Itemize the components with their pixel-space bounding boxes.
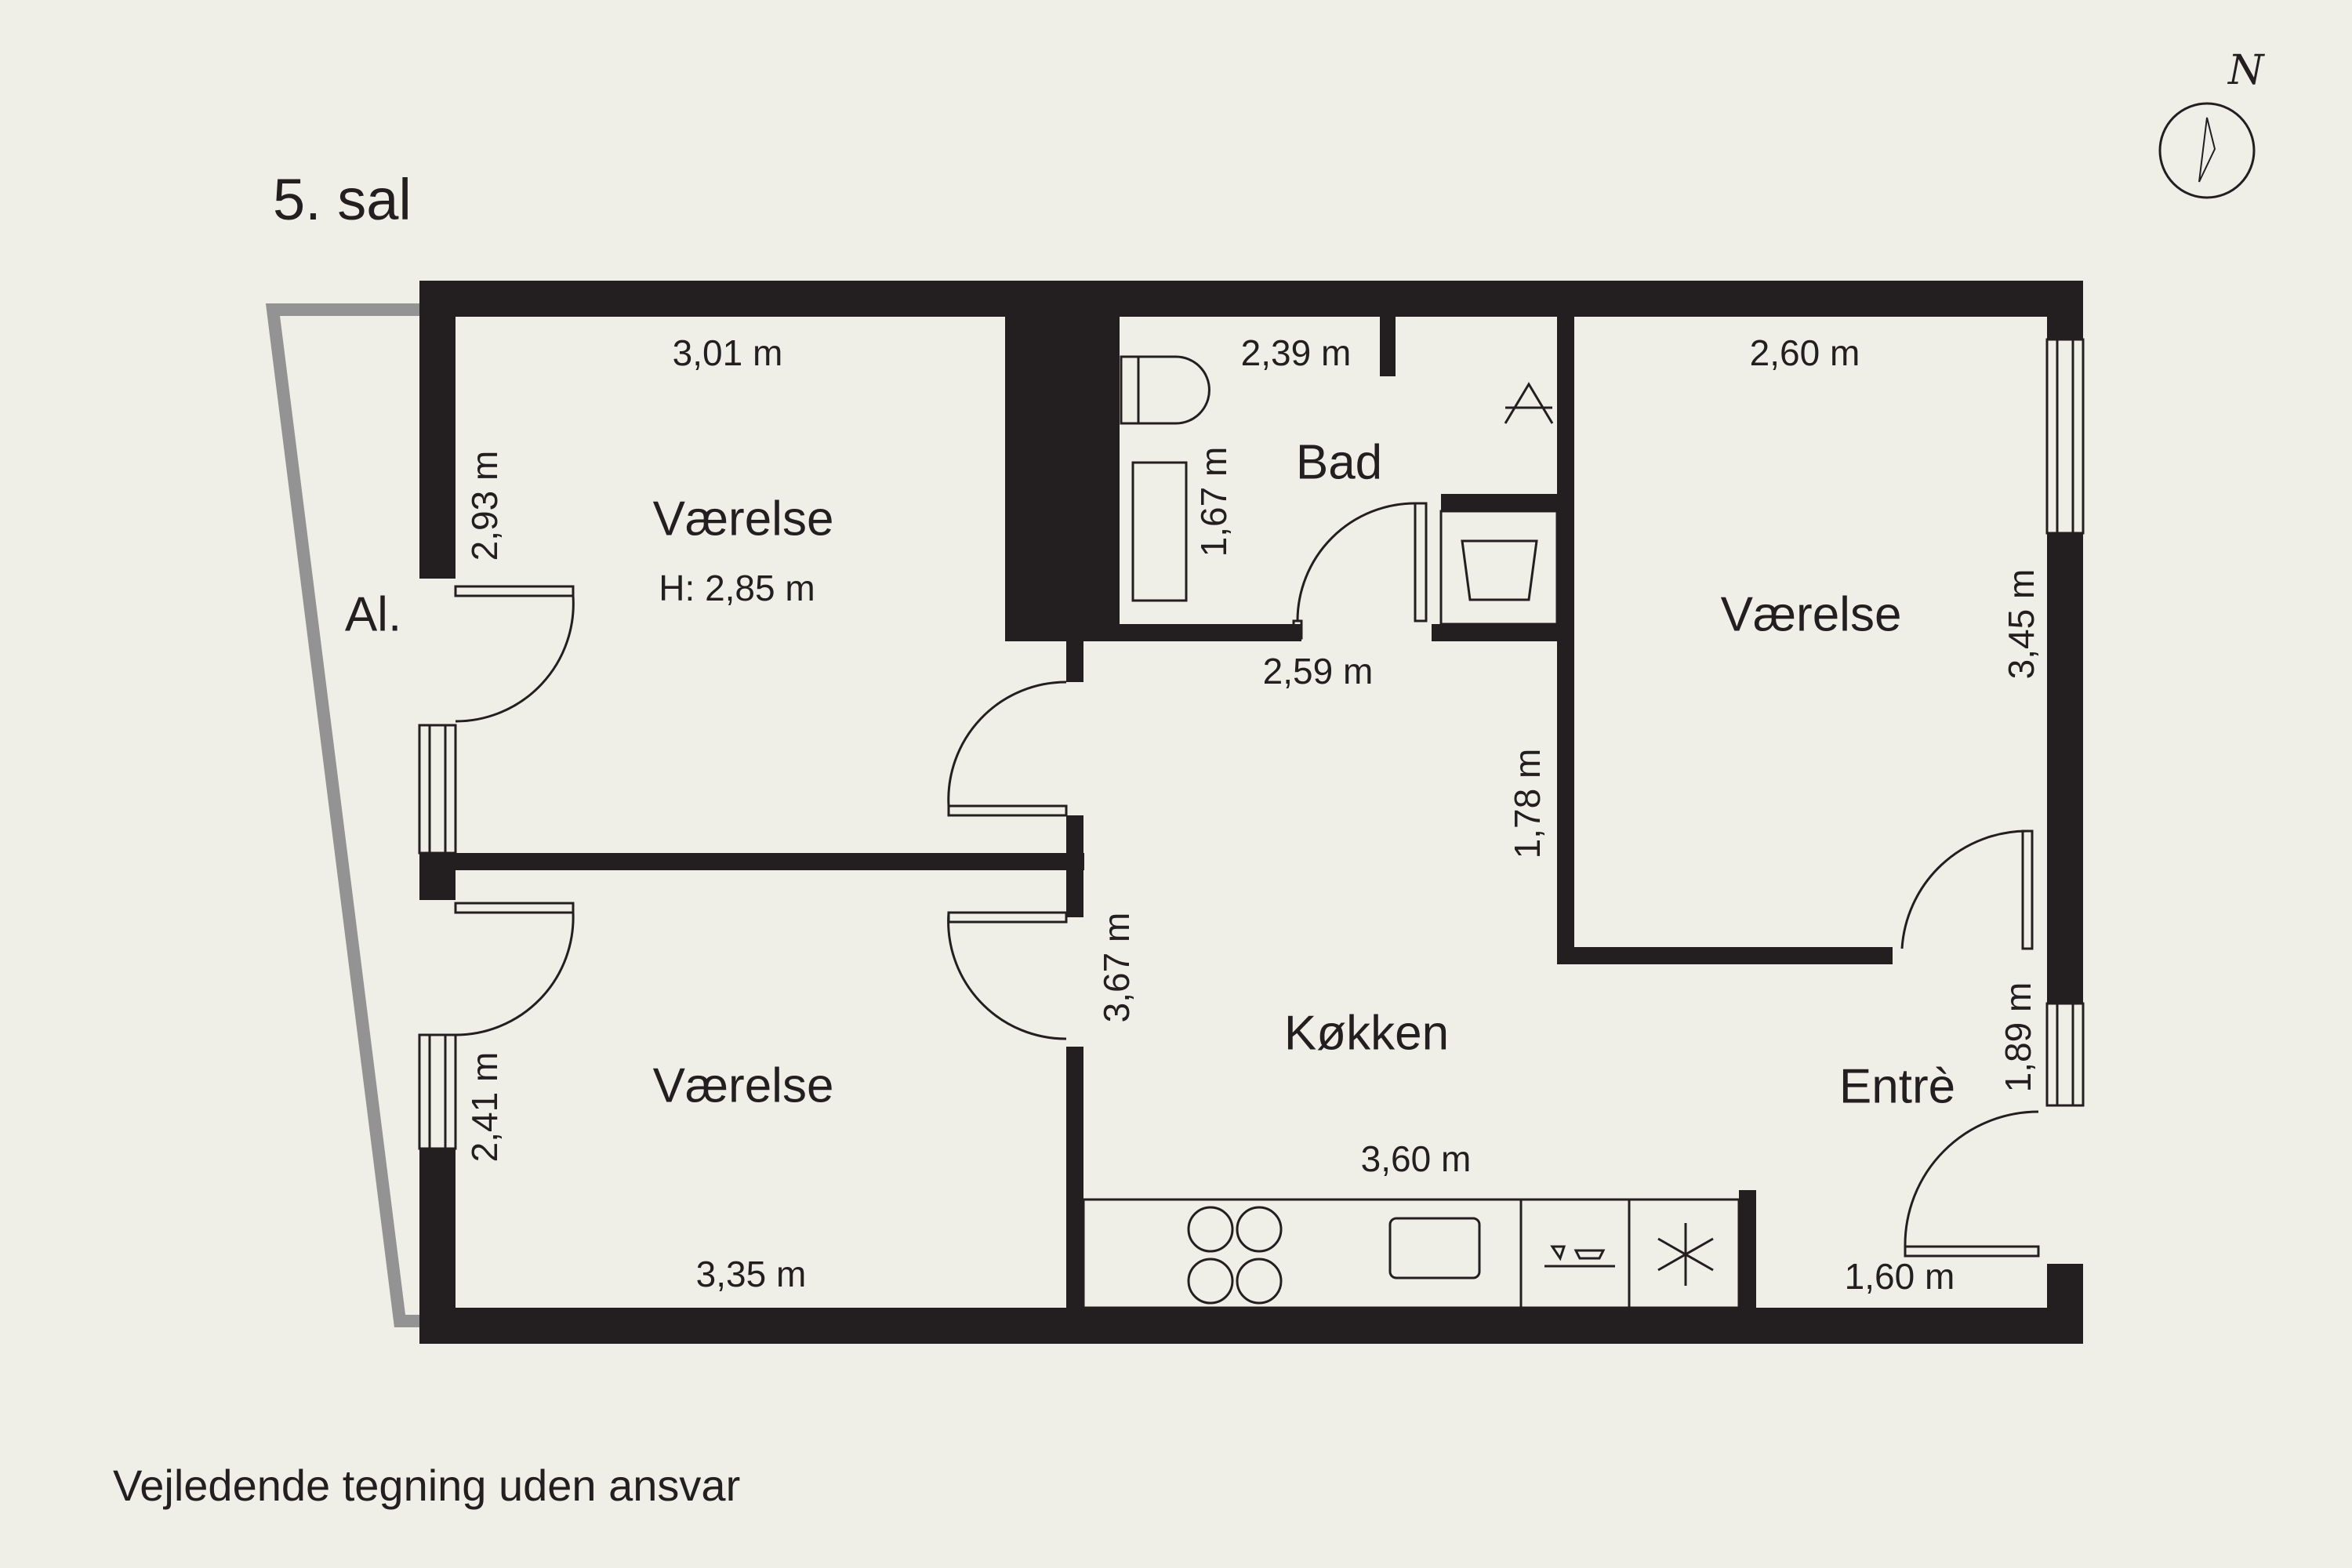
bedroom-right-name: Værelse bbox=[1720, 587, 1902, 642]
bathroom-width: 2,39 m bbox=[1240, 332, 1352, 373]
kitchen-width: 3,60 m bbox=[1360, 1138, 1472, 1179]
hall-depth: 1,78 m bbox=[1507, 748, 1548, 859]
bedroom-top-name: Værelse bbox=[652, 492, 834, 546]
bedroom-right-width: 2,60 m bbox=[1749, 332, 1860, 373]
windows bbox=[418, 338, 2085, 1150]
entry-name: Entrè bbox=[1838, 1059, 1956, 1114]
bedroom-bottom-name: Værelse bbox=[652, 1058, 834, 1113]
balcony-outline bbox=[265, 303, 419, 1327]
hall-width: 2,59 m bbox=[1262, 651, 1374, 691]
north-label: N bbox=[2228, 47, 2264, 94]
kitchen-depth: 3,67 m bbox=[1096, 912, 1137, 1023]
fixtures bbox=[1082, 355, 1740, 1309]
bedroom-top-height: H: 2,85 m bbox=[659, 568, 815, 608]
floor-title: 5. sal bbox=[273, 167, 412, 232]
bathroom-depth: 1,67 m bbox=[1193, 446, 1234, 557]
bedroom-bottom-depth: 2,41 m bbox=[464, 1051, 505, 1163]
disclaimer: Vejledende tegning uden ansvar bbox=[113, 1461, 741, 1510]
balcony-name: Al. bbox=[344, 587, 402, 642]
bedroom-right-depth: 3,45 m bbox=[2001, 568, 2042, 680]
entry-width: 1,60 m bbox=[1844, 1256, 1955, 1297]
compass bbox=[2158, 102, 2256, 199]
bathroom-name: Bad bbox=[1295, 435, 1383, 490]
walls bbox=[419, 281, 2083, 1344]
doors bbox=[454, 502, 2040, 1258]
bedroom-top-width: 3,01 m bbox=[672, 332, 783, 373]
kitchen-name: Køkken bbox=[1283, 1006, 1450, 1061]
entry-depth: 1,89 m bbox=[1998, 982, 2038, 1093]
bedroom-bottom-width: 3,35 m bbox=[695, 1254, 807, 1294]
bedroom-top-depth: 2,93 m bbox=[464, 450, 505, 561]
